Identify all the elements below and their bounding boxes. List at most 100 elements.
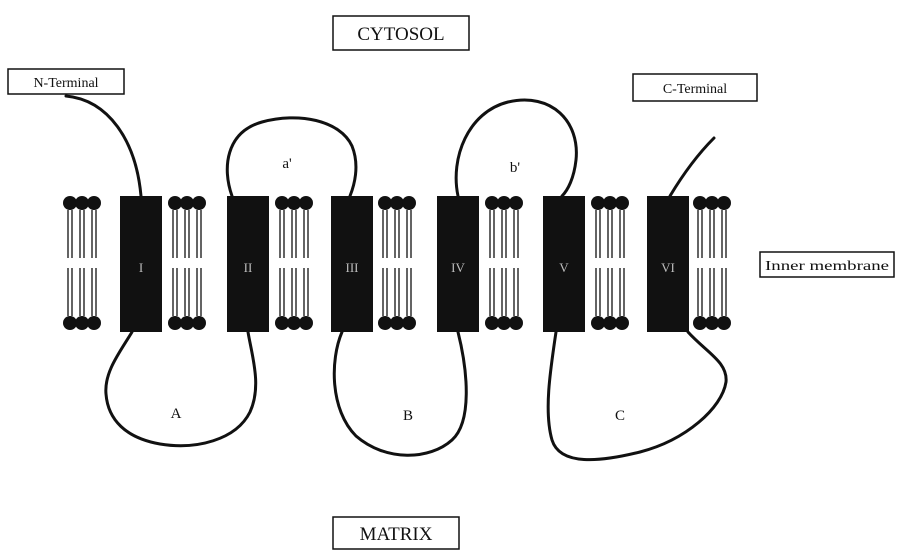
helix-label: VI — [661, 260, 675, 275]
lipid-head-top — [180, 196, 194, 210]
n-terminal-label: N-Terminal — [33, 76, 98, 91]
lipid-molecule — [75, 196, 89, 330]
lipid-molecule — [63, 196, 77, 330]
lipid-molecule — [705, 196, 719, 330]
matrix-loop-b — [334, 332, 466, 455]
lipid-head-bottom — [705, 316, 719, 330]
lipid-head-top — [705, 196, 719, 210]
c-terminal-label-box: C-Terminal — [633, 74, 757, 101]
lipid-molecule — [485, 196, 499, 330]
lipid-molecule — [509, 196, 523, 330]
lipid-head-bottom — [299, 316, 313, 330]
lipid-molecule — [591, 196, 605, 330]
lipid-head-bottom — [497, 316, 511, 330]
lipid-head-bottom — [192, 316, 206, 330]
lipid-molecule — [87, 196, 101, 330]
lipid-head-bottom — [485, 316, 499, 330]
cytosol-label-box: CYTOSOL — [333, 16, 469, 50]
lipid-head-top — [390, 196, 404, 210]
lipid-head-bottom — [180, 316, 194, 330]
lipid-head-bottom — [615, 316, 629, 330]
c-terminal-label: C-Terminal — [663, 82, 727, 97]
lipid-head-top — [402, 196, 416, 210]
helix-v: V — [543, 196, 585, 332]
c-terminal-tail — [670, 138, 714, 196]
lipid-head-top — [485, 196, 499, 210]
helix-label: II — [244, 260, 253, 275]
helix-label: I — [139, 260, 143, 275]
lipid-molecule — [180, 196, 194, 330]
lipid-head-bottom — [378, 316, 392, 330]
lipid-head-bottom — [168, 316, 182, 330]
lipid-molecule — [390, 196, 404, 330]
lipid-head-top — [75, 196, 89, 210]
lipid-molecule — [192, 196, 206, 330]
lipid-bilayer — [63, 196, 731, 330]
lipid-head-bottom — [402, 316, 416, 330]
matrix-label: MATRIX — [360, 524, 433, 545]
helix-iii: III — [331, 196, 373, 332]
lipid-head-top — [717, 196, 731, 210]
n-terminal-tail — [66, 96, 141, 196]
lipid-head-bottom — [275, 316, 289, 330]
helix-ii: II — [227, 196, 269, 332]
lipid-molecule — [275, 196, 289, 330]
lipid-molecule — [402, 196, 416, 330]
helix-vi: VI — [647, 196, 689, 332]
lipid-head-top — [299, 196, 313, 210]
loop-label-b: B — [403, 408, 413, 424]
lipid-head-top — [497, 196, 511, 210]
lipid-head-top — [192, 196, 206, 210]
lipid-head-top — [603, 196, 617, 210]
lipid-head-top — [168, 196, 182, 210]
lipid-head-bottom — [693, 316, 707, 330]
lipid-molecule — [717, 196, 731, 330]
matrix-loop-a — [106, 332, 256, 446]
lipid-molecule — [693, 196, 707, 330]
lipid-molecule — [497, 196, 511, 330]
helix-label: V — [559, 260, 569, 275]
cytosol-label: CYTOSOL — [357, 24, 444, 45]
helix-label: III — [346, 260, 359, 275]
helix-iv: IV — [437, 196, 479, 332]
helix-label: IV — [451, 260, 465, 275]
lipid-head-top — [275, 196, 289, 210]
lipid-molecule — [615, 196, 629, 330]
matrix-label-box: MATRIX — [333, 517, 459, 549]
lipid-head-top — [87, 196, 101, 210]
lipid-head-top — [591, 196, 605, 210]
lipid-molecule — [287, 196, 301, 330]
lipid-molecule — [299, 196, 313, 330]
lipid-molecule — [603, 196, 617, 330]
lipid-head-top — [615, 196, 629, 210]
lipid-head-top — [63, 196, 77, 210]
loop-label-c: C — [615, 408, 625, 424]
lipid-head-bottom — [390, 316, 404, 330]
lipid-head-bottom — [75, 316, 89, 330]
lipid-head-top — [509, 196, 523, 210]
lipid-head-bottom — [591, 316, 605, 330]
lipid-molecule — [168, 196, 182, 330]
lipid-molecule — [378, 196, 392, 330]
lipid-head-bottom — [63, 316, 77, 330]
lipid-head-top — [287, 196, 301, 210]
polypeptide-chain — [66, 96, 726, 460]
lipid-head-bottom — [287, 316, 301, 330]
lipid-head-bottom — [87, 316, 101, 330]
n-terminal-label-box: N-Terminal — [8, 69, 124, 94]
loop-label-b-prime: b' — [510, 160, 521, 176]
lipid-head-top — [693, 196, 707, 210]
lipid-head-bottom — [603, 316, 617, 330]
loop-label-a: A — [171, 406, 182, 422]
loop-label-a-prime: a' — [282, 156, 292, 172]
cytosolic-loop-b-prime — [456, 100, 576, 196]
lipid-head-top — [378, 196, 392, 210]
helix-i: I — [120, 196, 162, 332]
lipid-head-bottom — [509, 316, 523, 330]
matrix-loop-c — [548, 332, 726, 460]
inner-membrane-label-box: Inner membrane — [760, 252, 894, 277]
lipid-head-bottom — [717, 316, 731, 330]
inner-membrane-label: Inner membrane — [765, 259, 889, 274]
